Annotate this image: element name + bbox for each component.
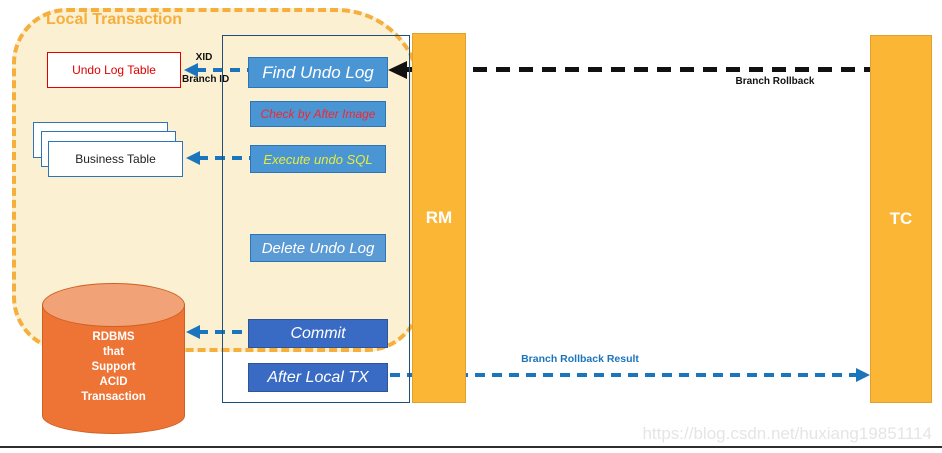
lifeline-tc: TC bbox=[870, 35, 932, 403]
branch-rollback-result-label: Branch Rollback Result bbox=[521, 353, 639, 365]
rdbms-label-line: RDBMS bbox=[92, 331, 135, 343]
branch-rollback-label: Branch Rollback bbox=[735, 76, 815, 87]
branch-rollback-arrowhead-icon bbox=[388, 61, 407, 79]
find-to-undolog-arrowhead-icon bbox=[184, 63, 198, 77]
local-transaction-title: Local Transaction bbox=[46, 11, 183, 28]
bottom-divider bbox=[0, 446, 942, 448]
commit-to-rdbms-connector bbox=[198, 330, 248, 334]
step-find-undo-log: Find Undo Log bbox=[248, 57, 388, 88]
branch-rollback-result-arrowhead-icon bbox=[856, 368, 870, 382]
undo-log-table: Undo Log Table bbox=[47, 52, 181, 88]
step-commit: Commit bbox=[248, 319, 388, 348]
watermark-url: https://blog.csdn.net/huxiang19851114 bbox=[642, 424, 932, 443]
rdbms-cylinder-top bbox=[42, 283, 185, 327]
rdbms-label-line: Support bbox=[91, 361, 136, 373]
rdbms-label-line: ACID bbox=[99, 376, 128, 388]
step-after-local-tx: After Local TX bbox=[248, 363, 388, 392]
branch-rollback-connector bbox=[404, 67, 870, 72]
business-table: Business Table bbox=[48, 141, 183, 177]
step-check-by-after-image: Check by After Image bbox=[250, 101, 386, 127]
step-execute-undo-sql: Execute undo SQL bbox=[250, 145, 386, 173]
commit-to-rdbms-arrowhead-icon bbox=[186, 325, 200, 339]
tc-label: TC bbox=[889, 209, 913, 228]
rm-step-column bbox=[222, 35, 410, 403]
xid-label: XID bbox=[195, 52, 213, 63]
step-delete-undo-log: Delete Undo Log bbox=[250, 234, 386, 262]
execute-to-business-arrowhead-icon bbox=[186, 151, 200, 165]
branch-id-label: Branch ID bbox=[182, 74, 230, 85]
lifeline-rm: RM bbox=[412, 33, 466, 403]
execute-to-business-connector bbox=[198, 156, 250, 160]
rdbms-label-line: that bbox=[102, 346, 125, 358]
rdbms-label: RDBMS that Support ACID Transaction bbox=[42, 330, 185, 405]
branch-rollback-result-connector bbox=[390, 373, 856, 377]
rdbms-label-line: Transaction bbox=[81, 391, 146, 403]
rm-label: RM bbox=[425, 208, 453, 227]
